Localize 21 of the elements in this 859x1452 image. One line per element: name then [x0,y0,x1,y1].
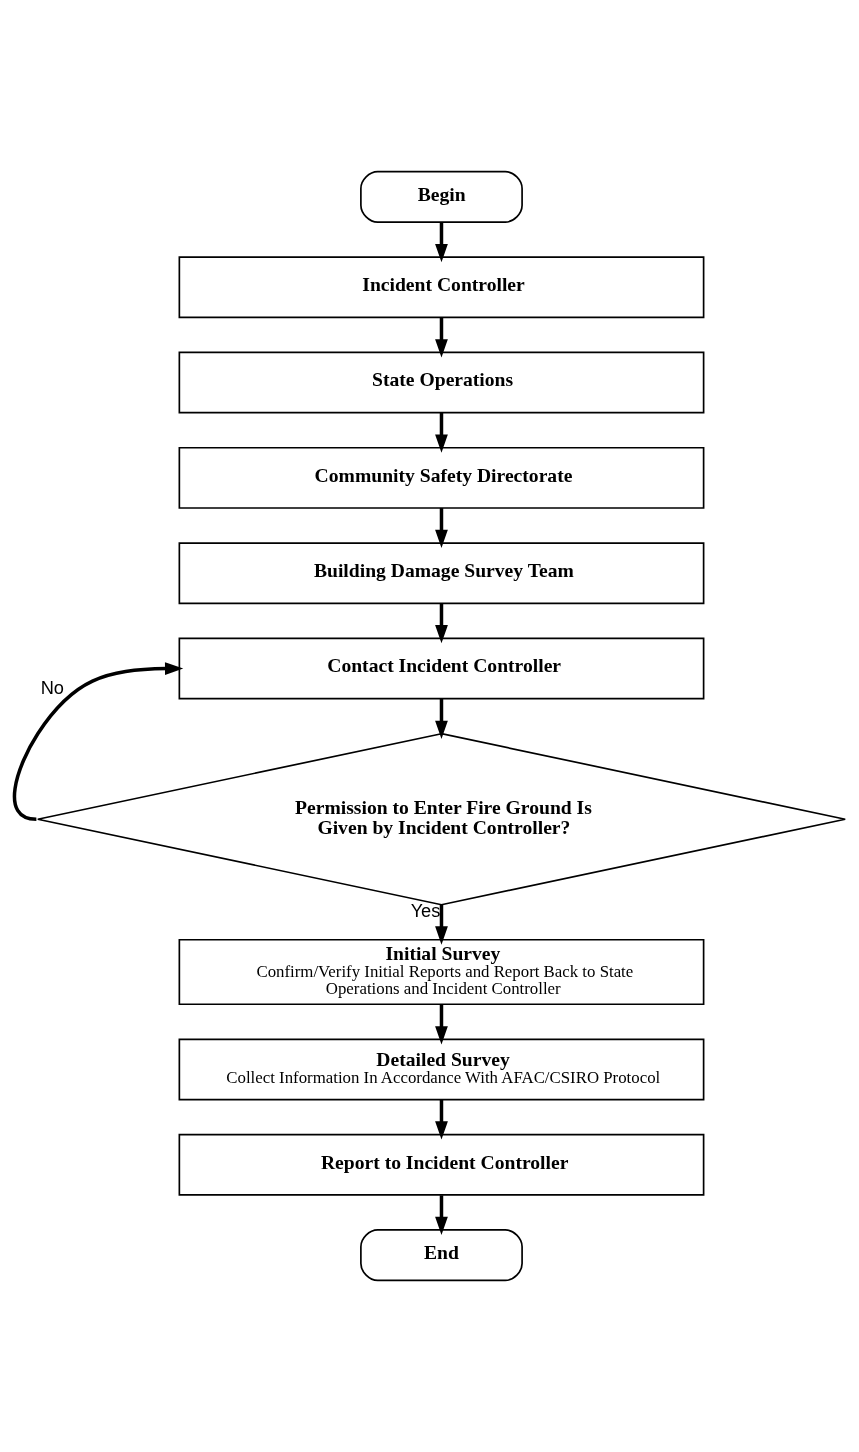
node-box: Report to Incident Controller [178,1133,705,1196]
node-box: Building Damage Survey Team [178,542,705,605]
arrow [435,508,448,549]
arrow [435,904,448,945]
arrow [435,698,448,739]
node-box: Initial Survey Confirm/Verify Initial Reports and Report Back to State Operations and Incident Controller [178,938,705,1006]
node-box: Community Safety Directorate [178,446,705,509]
node-box: Detailed Survey Collect Information In Accordance With AFAC/CSIRO Protocol [178,1038,705,1101]
arrow [435,603,448,644]
node-box: Incident Controller [178,256,705,319]
arrow [435,222,448,263]
arrow [435,317,448,358]
arrow [435,1195,448,1235]
node-box: End [360,1229,523,1282]
node-box: Contact Incident Controller [178,637,705,700]
arrow [435,412,448,453]
edge-label: No [40,678,64,699]
node-box: Begin [360,170,523,223]
node-box: State Operations [178,351,705,414]
arrow [435,1004,448,1045]
arrow [435,1099,448,1140]
